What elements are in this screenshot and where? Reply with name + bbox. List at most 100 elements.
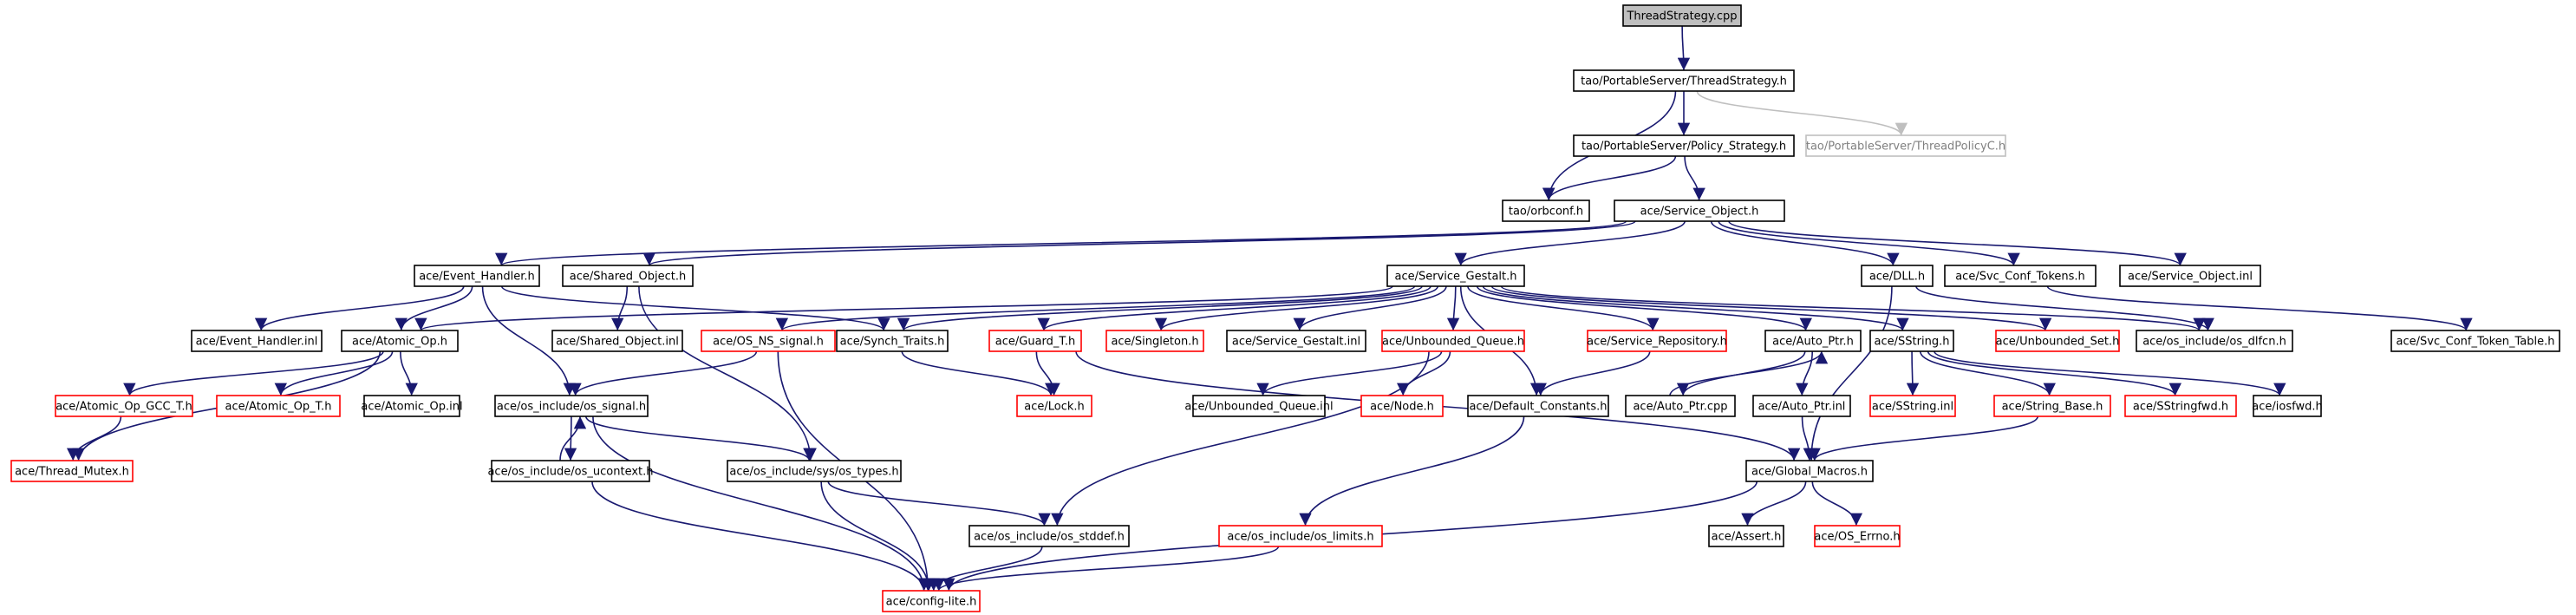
graph-node-n33[interactable]: ace/Node.h <box>1360 395 1444 417</box>
graph-node-n25[interactable]: ace/os_include/os_dlfcn.h <box>2136 330 2293 352</box>
edge-n7-to-n14 <box>611 285 629 331</box>
graph-node-n4[interactable]: tao/orbconf.h <box>1502 200 1590 222</box>
graph-node-n20[interactable]: ace/Unbounded_Queue.h <box>1381 330 1525 352</box>
graph-node-n30[interactable]: ace/os_include/os_signal.h <box>494 395 649 417</box>
graph-node-n5[interactable]: ace/Service_Object.h <box>1614 200 1785 222</box>
graph-node-n24[interactable]: ace/Unbounded_Set.h <box>1995 330 2120 352</box>
node-box <box>562 265 694 287</box>
node-box <box>1625 395 1736 417</box>
node-label: ace/SString.h <box>1875 336 1950 349</box>
edge-n43-to-n45 <box>827 481 1051 527</box>
node-box <box>1614 200 1785 222</box>
node-box <box>1226 330 1366 352</box>
graph-node-n19[interactable]: ace/Service_Gestalt.inl <box>1226 330 1366 352</box>
edge-n35-to-n22 <box>1669 350 1829 396</box>
graph-node-n42[interactable]: ace/os_include/os_ucontext.h <box>487 460 654 482</box>
node-label: ace/SString.inl <box>1872 401 1953 414</box>
graph-node-n18[interactable]: ace/Singleton.h <box>1105 330 1204 352</box>
graph-node-n40[interactable]: ace/iosfwd.h <box>2252 395 2323 417</box>
graph-node-n31[interactable]: ace/Lock.h <box>1016 395 1092 417</box>
node-label: ace/Assert.h <box>1712 531 1782 544</box>
graph-node-n6[interactable]: ace/Event_Handler.h <box>414 265 540 287</box>
graph-node-n39[interactable]: ace/SStringfwd.h <box>2124 395 2237 417</box>
graph-node-n49[interactable]: ace/config-lite.h <box>882 590 981 612</box>
graph-node-n1[interactable]: tao/PortableServer/ThreadStrategy.h <box>1573 69 1795 92</box>
node-label: ace/Auto_Ptr.inl <box>1758 401 1846 414</box>
graph-node-n0[interactable]: ThreadStrategy.cpp <box>1622 4 1742 27</box>
edge-n8-to-n18 <box>1154 285 1438 331</box>
node-box <box>1708 525 1784 547</box>
graph-node-n38[interactable]: ace/String_Base.h <box>1993 395 2111 417</box>
edge-n5-to-n11 <box>1728 220 2187 266</box>
graph-node-n10[interactable]: ace/Svc_Conf_Tokens.h <box>1944 265 2097 287</box>
node-label: ace/Guard_T.h <box>995 336 1075 349</box>
node-label: ace/Unbounded_Queue.h <box>1382 336 1524 349</box>
graph-node-n29[interactable]: ace/Atomic_Op.inl <box>361 395 463 417</box>
graph-node-n22[interactable]: ace/Auto_Ptr.h <box>1764 330 1862 352</box>
graph-node-n35[interactable]: ace/Auto_Ptr.cpp <box>1625 395 1736 417</box>
edge-n5-to-n8 <box>1454 220 1686 266</box>
graph-node-n36[interactable]: ace/Auto_Ptr.inl <box>1752 395 1851 417</box>
graph-node-n11[interactable]: ace/Service_Object.inl <box>2119 265 2261 287</box>
node-label: ace/Atomic_Op_T.h <box>225 401 332 414</box>
graph-node-n14[interactable]: ace/Shared_Object.inl <box>551 330 683 352</box>
node-label: ace/os_include/os_limits.h <box>1227 531 1373 544</box>
graph-node-n47[interactable]: ace/Assert.h <box>1708 525 1784 547</box>
graph-node-n43[interactable]: ace/os_include/sys/os_types.h <box>727 460 902 482</box>
graph-node-n28[interactable]: ace/Atomic_Op_T.h <box>216 395 341 417</box>
graph-node-n32[interactable]: ace/Unbounded_Queue.inl <box>1184 395 1334 417</box>
graph-node-n13[interactable]: ace/Atomic_Op.h <box>341 330 459 352</box>
edge-n8-to-n22 <box>1476 285 1812 331</box>
edge-n6-to-n16 <box>500 285 890 331</box>
node-label: ace/Service_Repository.h <box>1587 336 1727 349</box>
node-box <box>2136 330 2293 352</box>
edge-n9-to-n44 <box>1804 285 1893 461</box>
graph-node-n8[interactable]: ace/Service_Gestalt.h <box>1386 265 1525 287</box>
edge-n44-to-n47 <box>1741 481 1807 527</box>
graph-node-n7[interactable]: ace/Shared_Object.h <box>562 265 694 287</box>
edge-n13-to-n29 <box>400 350 418 396</box>
node-label: ace/Synch_Traits.h <box>840 336 945 349</box>
graph-node-n15[interactable]: ace/OS_NS_signal.h <box>701 330 836 352</box>
node-box <box>363 395 460 417</box>
graph-node-n12[interactable]: ace/Event_Handler.inl <box>191 330 323 352</box>
node-label: ace/OS_NS_signal.h <box>713 336 824 349</box>
graph-node-n48[interactable]: ace/OS_Errno.h <box>1814 525 1901 547</box>
node-label: ace/Service_Object.h <box>1640 206 1759 219</box>
edge-n23-to-n40 <box>1934 350 2286 396</box>
node-box <box>1622 4 1742 27</box>
node-label: ace/config-lite.h <box>886 596 977 609</box>
node-box <box>727 460 902 482</box>
graph-node-n46[interactable]: ace/os_include/os_limits.h <box>1218 525 1383 547</box>
node-box <box>491 460 650 482</box>
graph-node-n27[interactable]: ace/Atomic_Op_GCC_T.h <box>55 395 193 417</box>
node-box <box>1381 330 1525 352</box>
graph-node-n37[interactable]: ace/SString.inl <box>1869 395 1956 417</box>
graph-node-n9[interactable]: ace/DLL.h <box>1861 265 1934 287</box>
node-box <box>1192 395 1326 417</box>
node-box <box>1993 395 2111 417</box>
graph-node-n45[interactable]: ace/os_include/os_stddef.h <box>968 525 1130 547</box>
edge-n30-to-n43 <box>585 415 816 461</box>
node-box <box>1386 265 1525 287</box>
graph-node-n16[interactable]: ace/Synch_Traits.h <box>836 330 949 352</box>
graph-node-n17[interactable]: ace/Guard_T.h <box>988 330 1082 352</box>
edge-n42-to-n30 <box>559 415 587 461</box>
graph-node-n21[interactable]: ace/Service_Repository.h <box>1587 330 1727 352</box>
node-label: ace/Atomic_Op.h <box>352 336 447 349</box>
node-box <box>1869 330 1954 352</box>
edge-n6-to-n13 <box>395 285 473 331</box>
edge-n23-to-n37 <box>1906 350 1920 396</box>
node-box <box>882 590 981 612</box>
node-box <box>836 330 949 352</box>
graph-node-n34[interactable]: ace/Default_Constants.h <box>1467 395 1609 417</box>
edge-n42-to-n49 <box>591 481 930 592</box>
graph-node-n26[interactable]: ace/Svc_Conf_Token_Table.h <box>2390 330 2560 352</box>
node-label: ace/Svc_Conf_Tokens.h <box>1955 271 2085 284</box>
graph-node-n3[interactable]: tao/PortableServer/ThreadPolicyC.h <box>1805 134 2006 157</box>
graph-node-n44[interactable]: ace/Global_Macros.h <box>1745 460 1874 482</box>
graph-node-n23[interactable]: ace/SString.h <box>1869 330 1954 352</box>
graph-node-n41[interactable]: ace/Thread_Mutex.h <box>10 460 134 482</box>
graph-node-n2[interactable]: tao/PortableServer/Policy_Strategy.h <box>1573 134 1795 157</box>
edge-n2-to-n5 <box>1684 155 1705 201</box>
